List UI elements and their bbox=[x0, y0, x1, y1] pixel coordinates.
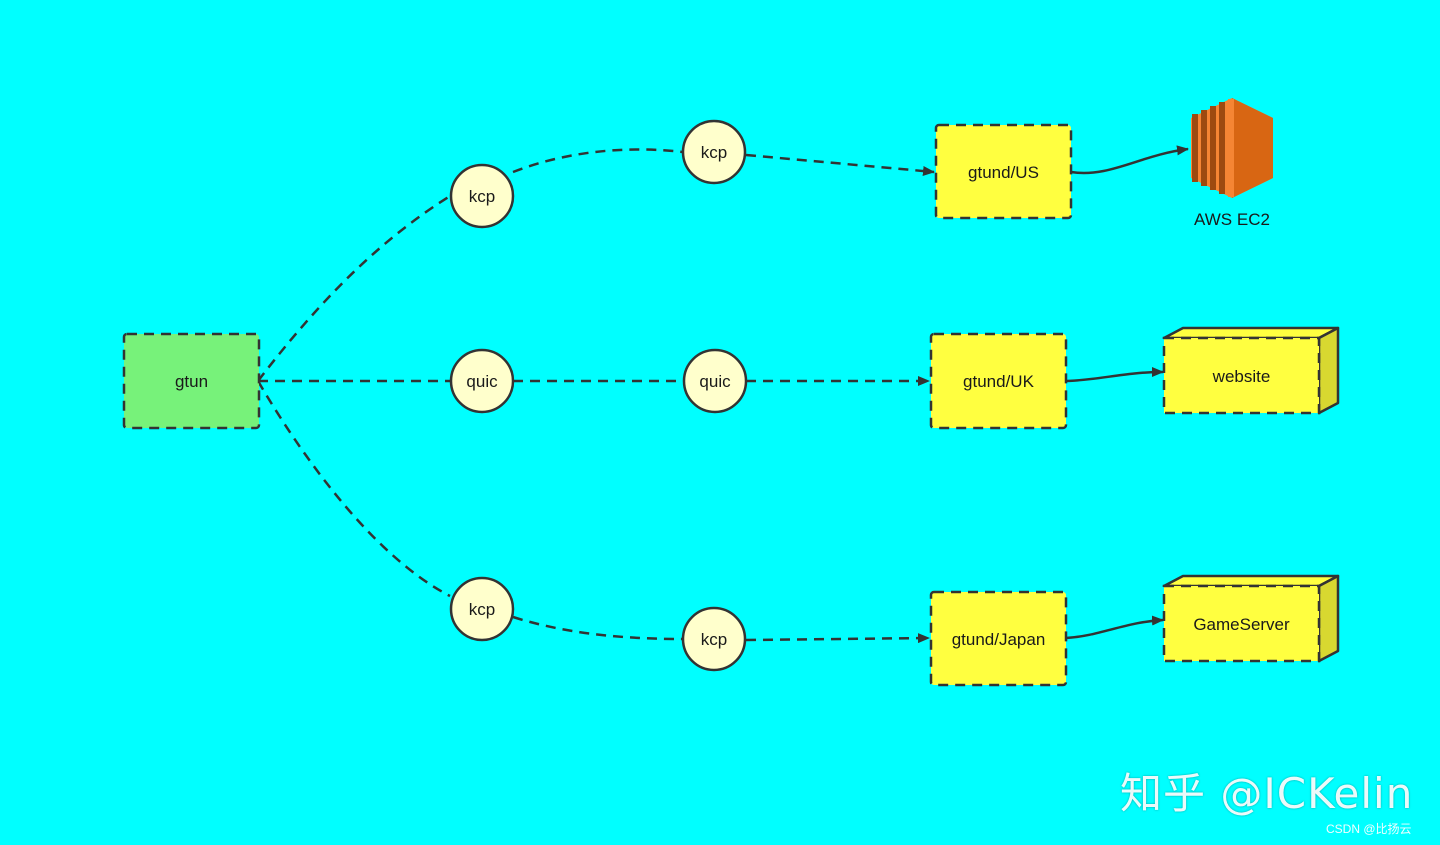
japan-hop1-node: kcp bbox=[449, 576, 515, 642]
uk-hop1-node: quic bbox=[449, 348, 515, 414]
aws-ec2-label: AWS EC2 bbox=[1194, 210, 1270, 229]
edge-gtun-to-japan-hop1 bbox=[256, 380, 451, 598]
uk-hop1-label: quic bbox=[466, 372, 498, 391]
edge-japan-hop1-to-hop2 bbox=[512, 615, 684, 641]
us-hop2-label: kcp bbox=[701, 143, 727, 162]
edges bbox=[256, 145, 1189, 644]
uk-server-node: gtund/UK bbox=[929, 332, 1068, 430]
source-label: gtun bbox=[175, 372, 208, 391]
us-server-label: gtund/US bbox=[968, 163, 1039, 182]
edge-gtun-to-us-hop1 bbox=[257, 194, 451, 382]
uk-hop2-label: quic bbox=[699, 372, 731, 391]
watermark-csdn: CSDN @比扬云 bbox=[1326, 822, 1412, 836]
us-hop1-node: kcp bbox=[449, 163, 515, 229]
edge-us-hop2-to-server bbox=[745, 153, 935, 176]
uk-server-label: gtund/UK bbox=[963, 372, 1035, 391]
server-nodes: gtund/US gtund/UK gtund/Japan bbox=[929, 123, 1073, 687]
japan-server-label: gtund/Japan bbox=[952, 630, 1046, 649]
edge-japan-hop2-to-server bbox=[745, 633, 930, 644]
watermark-zhihu: 知乎 @ICKelin bbox=[1120, 769, 1414, 818]
us-hop2-node: kcp bbox=[681, 119, 747, 185]
japan-hop2-node: kcp bbox=[681, 606, 747, 672]
edge-uk-server-to-target bbox=[1065, 367, 1164, 383]
edge-japan-server-to-target bbox=[1065, 615, 1164, 640]
uk-hop2-node: quic bbox=[682, 348, 748, 414]
hop-nodes: kcp kcp quic quic kcp kcp bbox=[449, 119, 748, 672]
japan-server-node: gtund/Japan bbox=[929, 590, 1068, 687]
us-hop1-label: kcp bbox=[469, 187, 495, 206]
gameserver-node: GameServer bbox=[1162, 574, 1340, 663]
gameserver-label: GameServer bbox=[1193, 615, 1290, 634]
edge-us-server-to-target bbox=[1070, 145, 1189, 175]
edge-us-hop1-to-hop2 bbox=[512, 148, 684, 174]
website-label: website bbox=[1212, 367, 1271, 386]
us-server-node: gtund/US bbox=[934, 123, 1073, 220]
japan-hop1-label: kcp bbox=[469, 600, 495, 619]
website-node: website bbox=[1162, 326, 1340, 415]
aws-ec2-icon: AWS EC2 bbox=[1191, 98, 1273, 229]
japan-hop2-label: kcp bbox=[701, 630, 727, 649]
source-node: gtun bbox=[122, 332, 261, 430]
